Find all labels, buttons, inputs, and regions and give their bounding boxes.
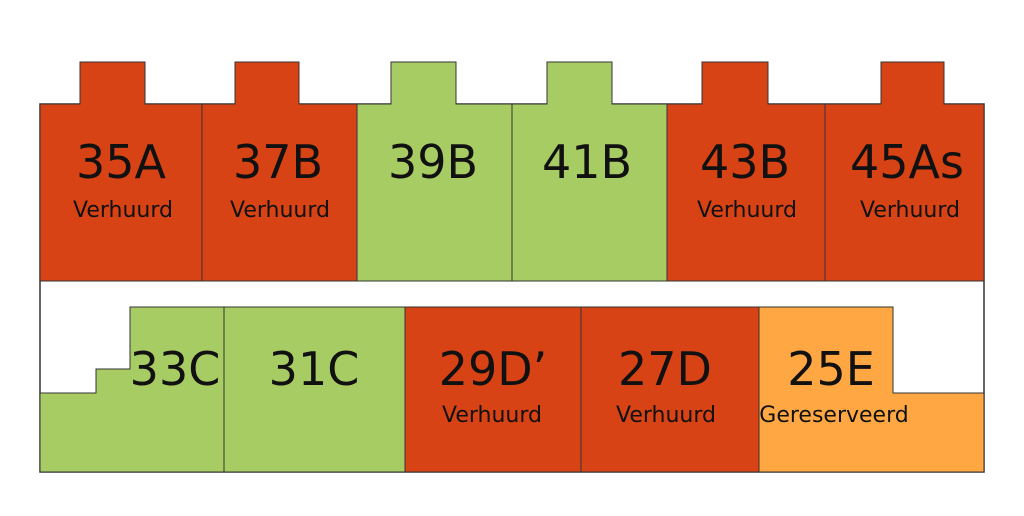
unit-35A-status: Verhuurd xyxy=(73,198,173,223)
unit-35A-label: 35A xyxy=(76,135,167,189)
unit-29D-label: 29D’ xyxy=(439,342,548,396)
unit-39B-shape xyxy=(356,61,513,282)
unit-37B-label: 37B xyxy=(233,135,323,189)
unit-29D-status: Verhuurd xyxy=(442,403,542,428)
unit-37B-status: Verhuurd xyxy=(230,198,330,223)
unit-41B[interactable]: 41B xyxy=(511,61,668,282)
unit-39B-label: 39B xyxy=(388,135,478,189)
unit-31C[interactable]: 31C xyxy=(223,306,406,473)
unit-25E-status: Gereserveerd xyxy=(759,403,908,428)
unit-43B-shape xyxy=(666,61,826,282)
unit-43B-label: 43B xyxy=(700,135,790,189)
unit-35A-shape xyxy=(39,61,203,282)
unit-45As-label: 45As xyxy=(850,135,964,189)
unit-25E[interactable]: 25E Gereserveerd xyxy=(758,306,985,473)
unit-45As-status: Verhuurd xyxy=(860,198,960,223)
unit-25E-shape xyxy=(758,306,985,473)
unit-43B[interactable]: 43B Verhuurd xyxy=(666,61,826,282)
unit-33C-shape xyxy=(39,306,225,473)
unit-33C[interactable]: 33C xyxy=(39,306,225,473)
unit-37B[interactable]: 37B Verhuurd xyxy=(201,61,358,282)
unit-41B-shape xyxy=(511,61,668,282)
unit-41B-label: 41B xyxy=(542,135,632,189)
unit-27D-label: 27D xyxy=(618,342,712,396)
unit-35A[interactable]: 35A Verhuurd xyxy=(39,61,203,282)
unit-39B[interactable]: 39B xyxy=(356,61,513,282)
unit-31C-label: 31C xyxy=(269,342,360,396)
unit-45As-shape xyxy=(824,61,985,282)
unit-33C-label: 33C xyxy=(130,342,221,396)
unit-27D[interactable]: 27D Verhuurd xyxy=(580,306,760,473)
unit-27D-status: Verhuurd xyxy=(616,403,716,428)
unit-37B-shape xyxy=(201,61,358,282)
unit-29D[interactable]: 29D’ Verhuurd xyxy=(404,306,582,473)
unit-45As[interactable]: 45As Verhuurd xyxy=(824,61,985,282)
unit-25E-label: 25E xyxy=(787,342,875,396)
unit-43B-status: Verhuurd xyxy=(697,198,797,223)
